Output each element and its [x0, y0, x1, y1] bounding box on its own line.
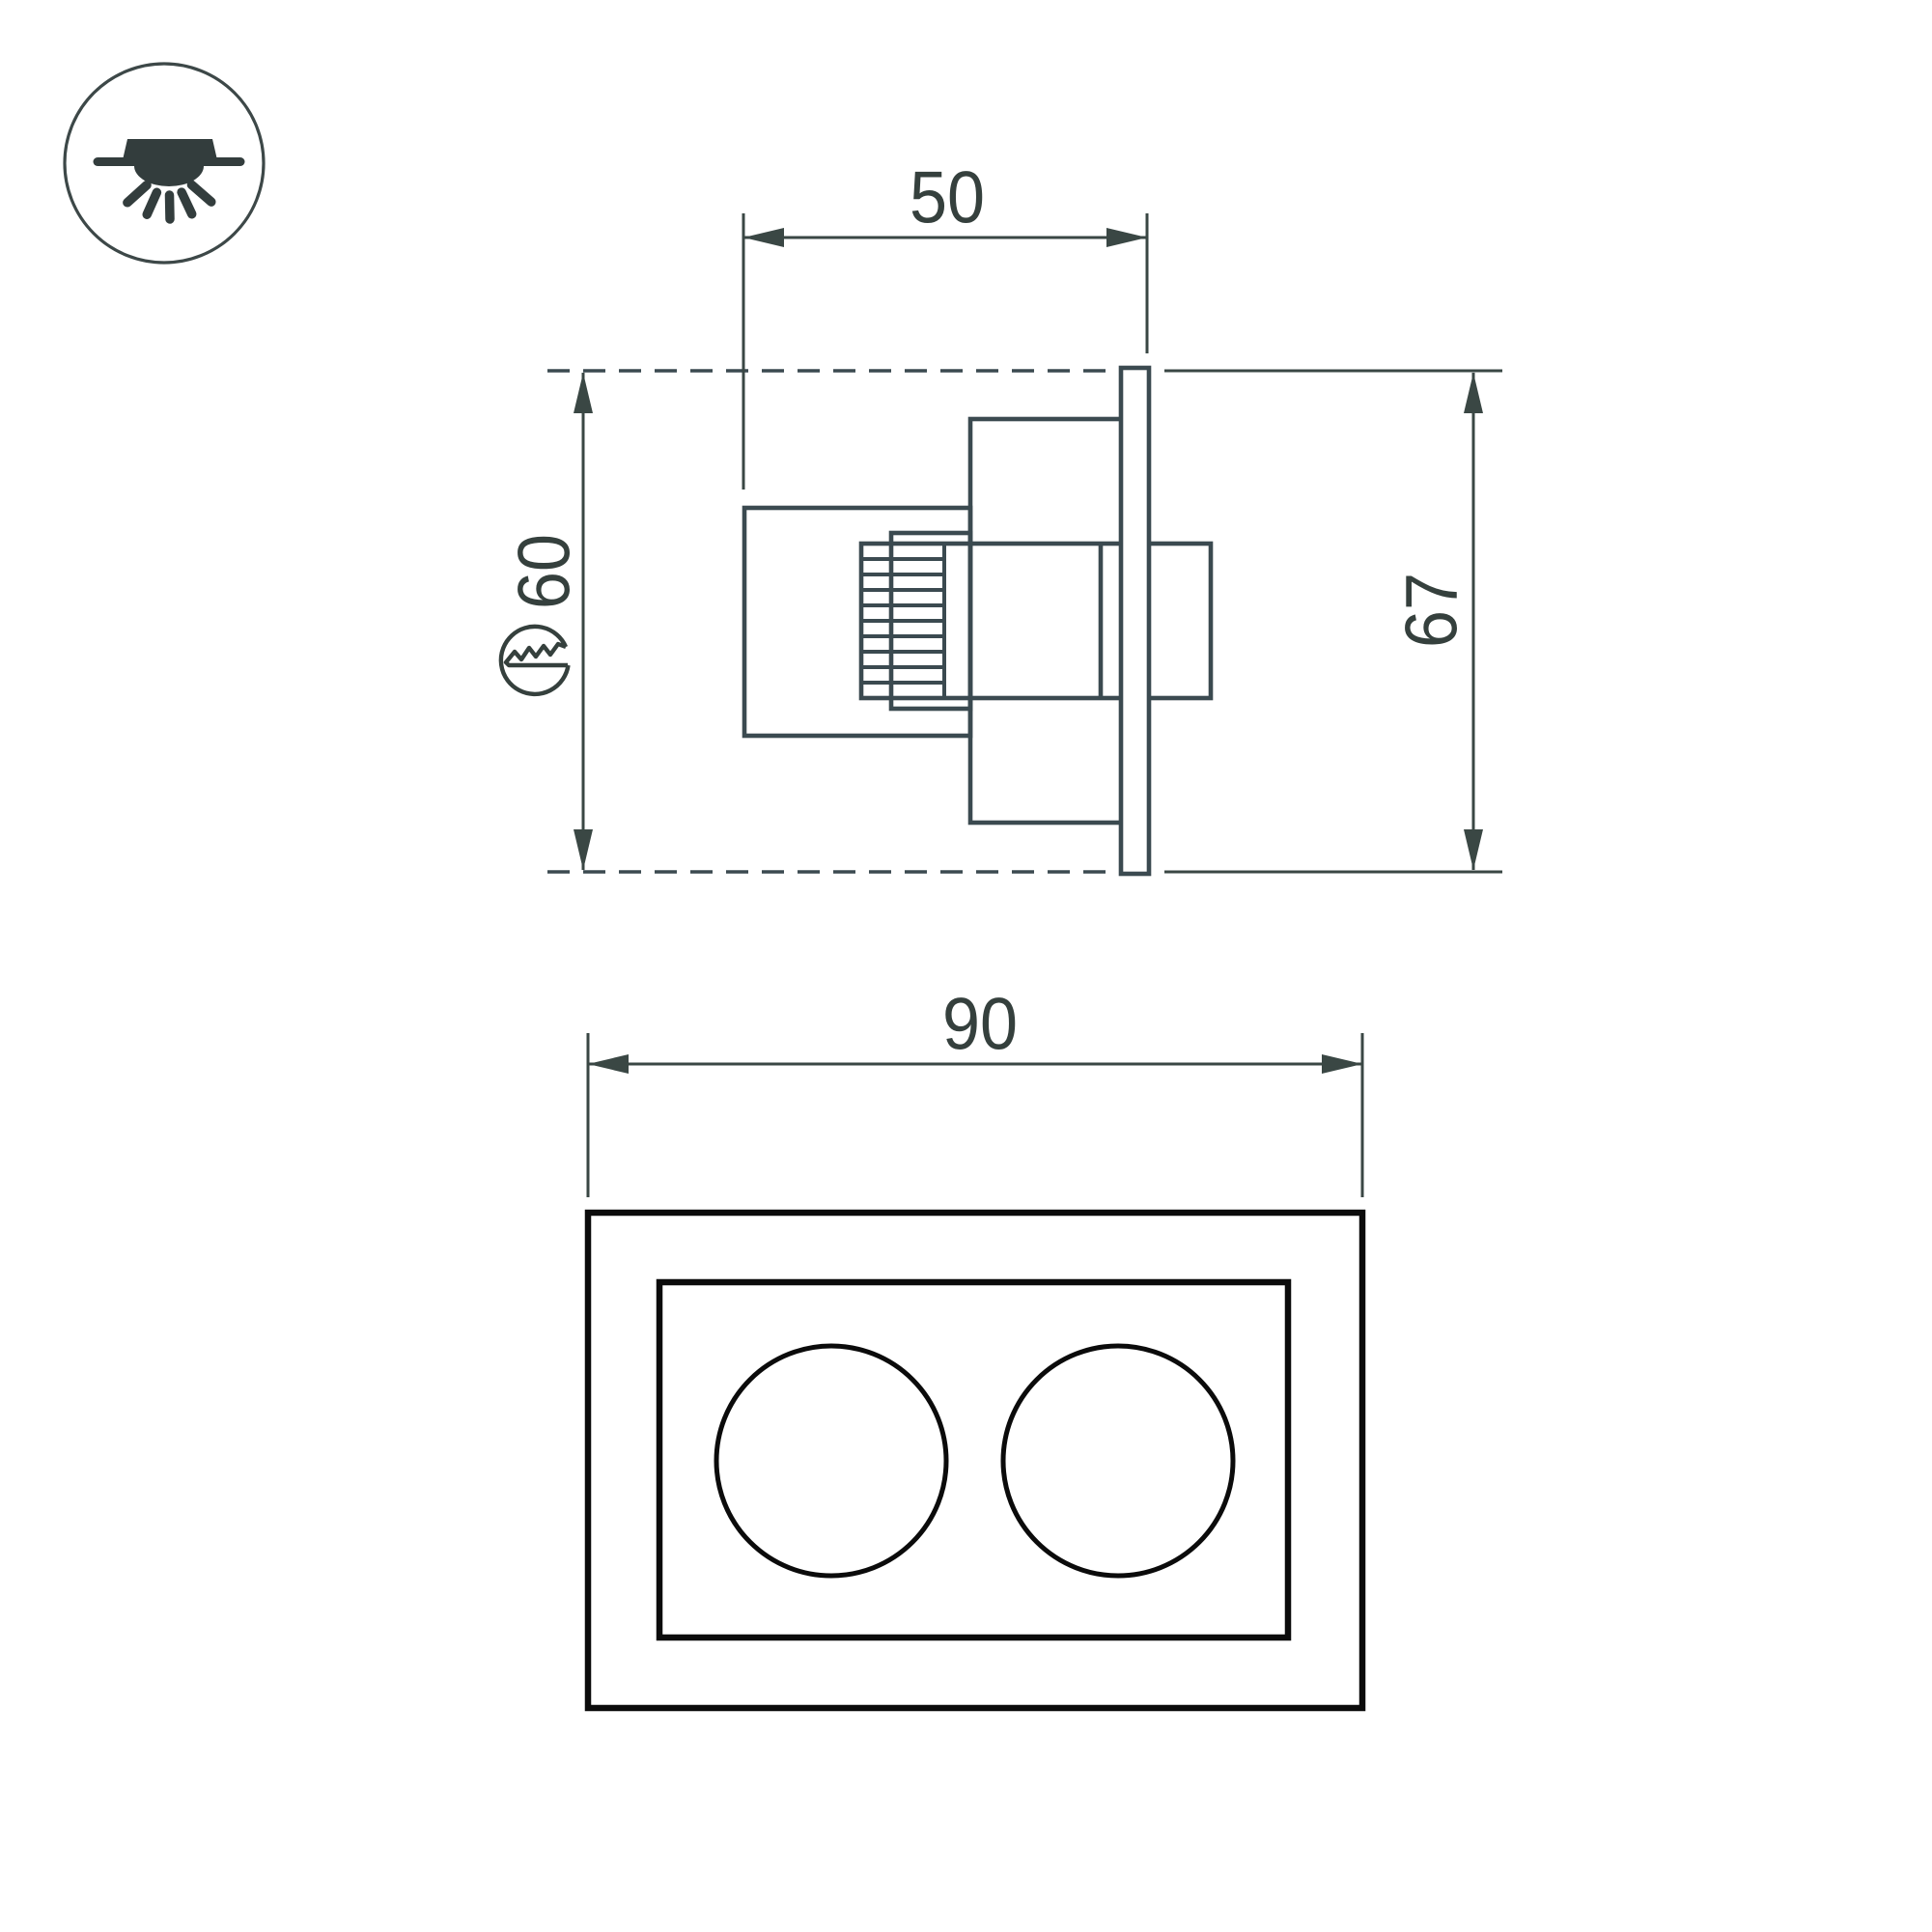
lamp-opening-left [714, 1343, 949, 1579]
recessed-downlight-icon [63, 62, 266, 265]
side-view: 50 60 67 [498, 157, 1502, 877]
dim-60-label: 60 [504, 534, 586, 609]
dim-90-label: 90 [942, 984, 1018, 1066]
plan-outer-frame [584, 1209, 1366, 1712]
dim-50-label: 50 [910, 157, 985, 239]
arrowhead-down [1464, 829, 1483, 870]
dim-60: 60 [498, 373, 593, 870]
light-ray [186, 180, 216, 207]
light-ray [177, 187, 197, 219]
light-rays-icon [123, 180, 216, 224]
arrowhead-up [1464, 373, 1483, 413]
light-ray [164, 190, 175, 224]
arrowhead-left [588, 1054, 629, 1074]
combustible-surface-icon [498, 624, 571, 697]
plan-view: 90 [584, 984, 1366, 1712]
lamp-barrel [858, 541, 1214, 701]
dim-67: 67 [1164, 369, 1502, 874]
arrowhead-right [1322, 1054, 1362, 1074]
heatsink-fins [863, 546, 946, 696]
light-dome-icon [134, 166, 204, 186]
lamp-housing-icon [123, 139, 217, 158]
arrowhead-down [574, 829, 593, 870]
mounting-flange [1118, 365, 1152, 877]
arrowhead-right [1106, 228, 1147, 247]
dim-90: 90 [586, 984, 1364, 1197]
plan-inner-frame [656, 1278, 1292, 1641]
dim-67-label: 67 [1391, 573, 1473, 648]
badge-circle [63, 62, 266, 265]
arrowhead-left [743, 228, 784, 247]
light-ray [123, 180, 152, 208]
light-ray [142, 187, 162, 219]
arrowhead-up [574, 373, 593, 413]
lamp-opening-right [1000, 1343, 1236, 1579]
dim-50: 50 [742, 157, 1149, 490]
